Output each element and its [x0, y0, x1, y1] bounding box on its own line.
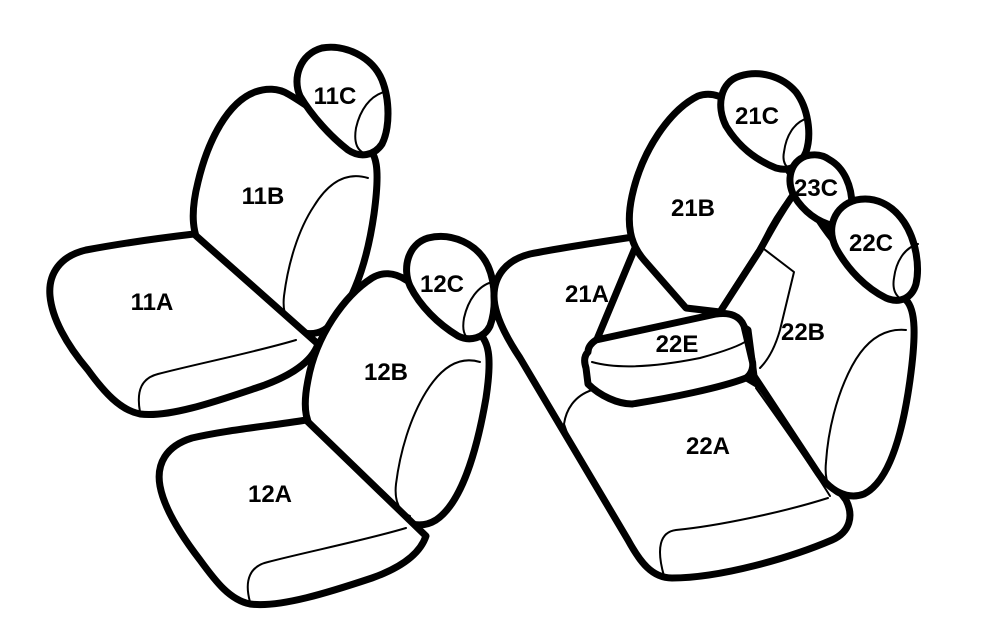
label-21b: 21B [671, 195, 715, 222]
seat-11c-side-line [354, 91, 385, 153]
seat-12c-headrest [403, 233, 498, 343]
seat-22a-front-line [659, 497, 829, 577]
label-12a: 12A [248, 481, 292, 508]
seat-22a-inner-side [563, 423, 641, 557]
label-22a: 22A [686, 433, 730, 460]
seat-22e-top-line [591, 339, 749, 368]
label-12c: 12C [420, 271, 464, 298]
label-23c: 23C [794, 175, 838, 202]
seat-21c-side-line [782, 117, 809, 171]
seat-22e-armrest [581, 310, 757, 408]
front-seat-11 [46, 43, 392, 419]
seat-12a-cushion [155, 416, 430, 609]
seat-22c-headrest [828, 195, 921, 304]
seat-22b-side-line [824, 328, 907, 497]
label-21c: 21C [735, 103, 779, 130]
front-seat-12 [155, 233, 498, 609]
seat-11a-cushion [46, 230, 322, 419]
label-21a: 21A [565, 281, 609, 308]
label-11b: 11B [242, 183, 285, 210]
seat-11c-headrest [293, 43, 392, 159]
seat-22b-seam-mid [759, 245, 795, 369]
label-12b: 12B [364, 359, 408, 386]
seat-12c-side-line [462, 281, 493, 341]
rear-bench [490, 70, 921, 582]
label-22c: 22C [849, 230, 893, 257]
label-22e: 22E [656, 331, 699, 358]
label-11c: 11C [314, 83, 357, 110]
seat-12b-side-line [394, 359, 481, 517]
label-11a: 11A [131, 289, 174, 316]
seat-12a-front-line [246, 527, 407, 603]
seat-22a-inner-top [563, 389, 593, 425]
seat-11a-front-line [137, 339, 297, 413]
seat-22c-side-line [892, 243, 919, 301]
label-22b: 22B [781, 319, 825, 346]
